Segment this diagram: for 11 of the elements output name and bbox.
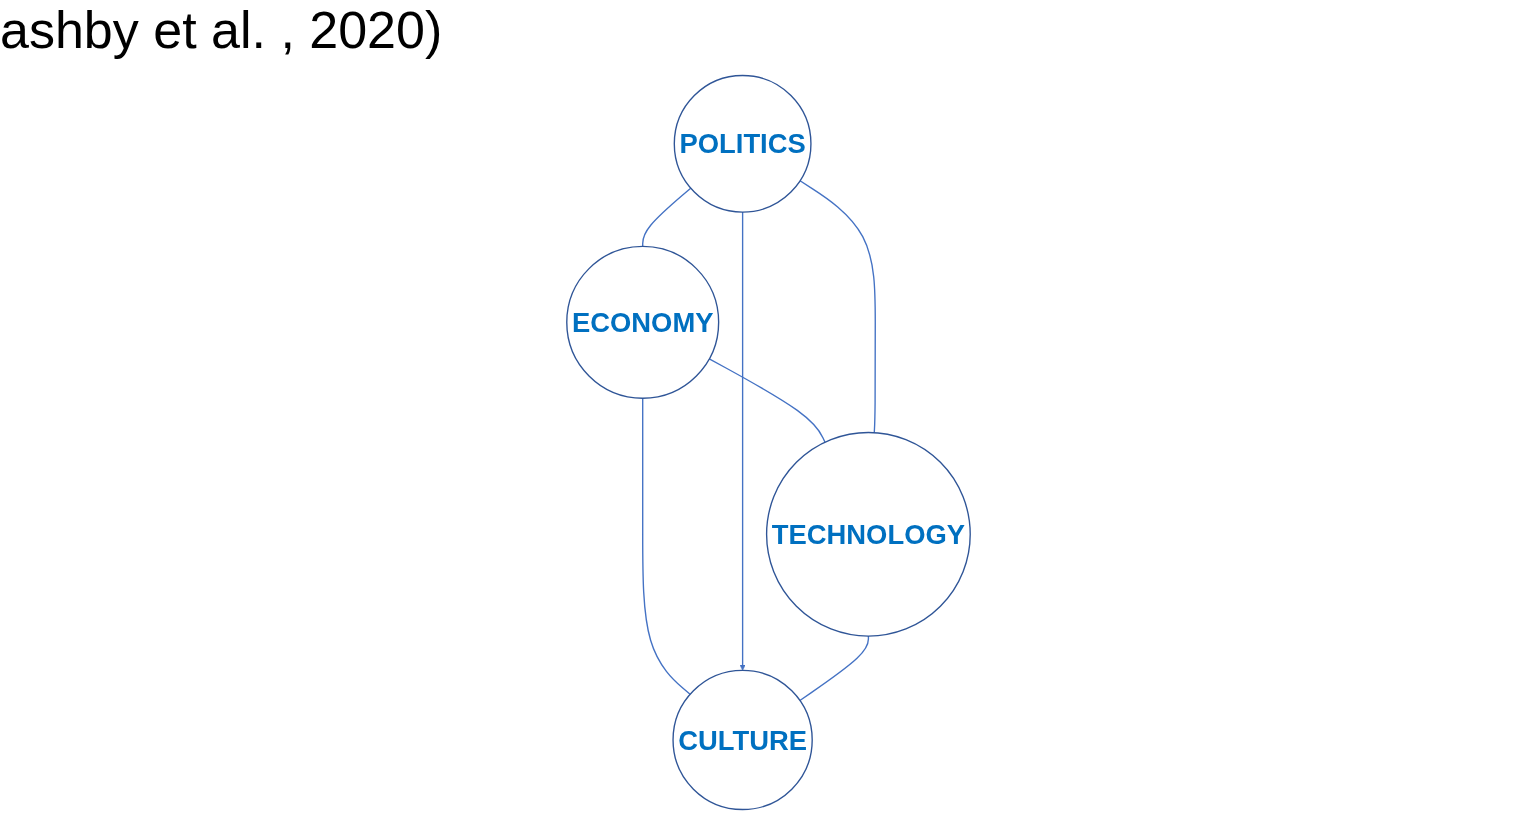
connector (799, 635, 870, 702)
node-circle: ECONOMY (566, 245, 720, 399)
citation-text: ashby et al. , 2020) (0, 2, 443, 60)
connector (708, 358, 826, 443)
node-circle: CULTURE (672, 669, 813, 811)
connector (642, 187, 692, 248)
node-circle: TECHNOLOGY (765, 431, 971, 637)
connector (642, 397, 691, 696)
node-circle: POLITICS (673, 74, 812, 213)
connector (799, 180, 876, 434)
arrow (739, 211, 746, 671)
